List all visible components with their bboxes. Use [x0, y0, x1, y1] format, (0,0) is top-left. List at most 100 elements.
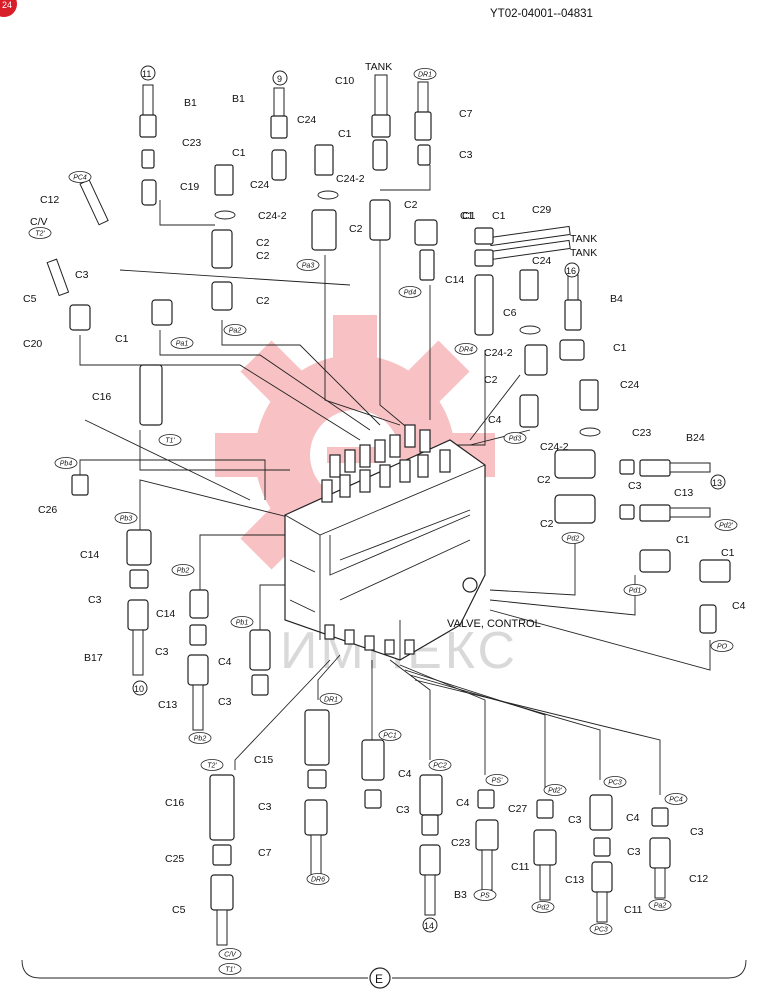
port-tag-text: PC3 — [608, 780, 622, 787]
part-label: C2 — [256, 250, 270, 262]
port-tag: DR6 — [306, 873, 330, 885]
port-tag: Pb2 — [188, 732, 212, 744]
port-tag-text: PS — [480, 893, 490, 900]
part-label: C29 — [532, 204, 551, 216]
part-label: C11 — [624, 904, 643, 916]
part-label: C15 — [254, 754, 273, 766]
part-label: C23 — [182, 137, 201, 149]
part-label: C3 — [258, 801, 272, 813]
part-label: C24 — [297, 114, 316, 126]
control-valve-body — [284, 424, 486, 661]
footer-section-letter: E — [375, 972, 383, 986]
port-tag-text: Pa1 — [176, 341, 189, 348]
hose-assemblies — [46, 74, 731, 946]
port-tag-text: PC3 — [594, 927, 608, 934]
port-tag-text: Pa2 — [654, 903, 667, 910]
port-tag: PC2 — [428, 759, 452, 771]
port-tag: DR1 — [319, 693, 343, 705]
page-marker-text: 24 — [2, 0, 12, 10]
part-label: C4 — [732, 600, 746, 612]
document-code: YT02-04001--04831 — [490, 8, 593, 20]
part-label: C24-2 — [484, 347, 513, 359]
port-tag: Pd1 — [623, 584, 647, 596]
port-tag-text: T1' — [165, 438, 175, 445]
part-label: C2 — [349, 223, 363, 235]
port-tag-text: PC2 — [433, 763, 447, 770]
part-label: C24 — [532, 255, 551, 267]
part-label: B4 — [610, 293, 623, 305]
port-tag-text: PC4 — [669, 797, 683, 804]
part-label: C1 — [338, 128, 352, 140]
port-tag-text: Pb4 — [60, 461, 73, 468]
part-label: C2 — [404, 199, 418, 211]
part-label: C3 — [568, 814, 582, 826]
port-tag: PO — [710, 640, 734, 652]
part-label: C14 — [80, 549, 99, 561]
hose-tank-double — [474, 225, 571, 267]
part-label: C3 — [627, 846, 641, 858]
port-tag-text: DR1 — [324, 697, 338, 704]
port-tag: Pa2 — [223, 324, 247, 336]
part-label: C3 — [690, 826, 704, 838]
part-label: C3 — [75, 269, 89, 281]
part-label: C24-2 — [540, 441, 569, 453]
port-tag: PC3 — [603, 776, 627, 788]
circled-number-16: 16 — [566, 266, 576, 276]
port-tag-text: PS' — [492, 778, 503, 785]
part-label: C3 — [628, 480, 642, 492]
port-tag-text: Pd4 — [404, 290, 417, 297]
tank-label-right-1: TANK — [570, 233, 597, 245]
port-tag: Pd2 — [561, 532, 585, 544]
part-label: C5 — [172, 904, 186, 916]
port-tag: T1' — [218, 963, 242, 975]
port-tag-text: Pd1 — [629, 588, 642, 595]
circled-number-11: 11 — [142, 69, 151, 79]
port-tag-text: Pd2 — [567, 536, 580, 543]
tank-label-top: TANK — [365, 61, 392, 73]
port-tag-text: PC4 — [73, 175, 87, 182]
port-tag: Pa1 — [170, 337, 194, 349]
port-tag: Pa3 — [296, 259, 320, 271]
port-tag-text: Pa3 — [302, 263, 315, 270]
port-tag-text: Pd3 — [509, 436, 522, 443]
port-tag: Pb3 — [114, 512, 138, 524]
part-label: C10 — [335, 75, 354, 87]
port-tag: PC4 — [68, 171, 92, 183]
part-label: C13 — [158, 699, 177, 711]
part-label: C/V — [30, 216, 48, 228]
circled-number-13: 13 — [712, 478, 722, 488]
part-label: C14 — [156, 608, 175, 620]
part-label: C3 — [155, 646, 169, 658]
part-label: C4 — [398, 768, 412, 780]
port-tag-text: C/V — [224, 952, 237, 959]
port-tag-text: PC1 — [383, 733, 397, 740]
part-label: C13 — [565, 874, 584, 886]
part-label: C2 — [540, 518, 554, 530]
port-tag: Pb2 — [171, 564, 195, 576]
port-tag-text: DR4 — [459, 347, 473, 354]
part-label: C2 — [537, 474, 551, 486]
port-tag-text: PO — [717, 644, 728, 651]
port-tag-text: Pd2' — [719, 523, 733, 530]
part-label: C27 — [508, 803, 527, 815]
port-tag: DR1 — [413, 68, 437, 80]
part-label: C2 — [256, 237, 270, 249]
part-label: C24 — [250, 179, 269, 191]
part-label: C14 — [445, 274, 464, 286]
port-tag: PS' — [485, 774, 509, 786]
part-label: C13 — [674, 487, 693, 499]
port-tag-text: DR6 — [311, 877, 325, 884]
hose-9 — [270, 87, 288, 181]
part-label: C1 — [613, 342, 627, 354]
port-tag: Pd3 — [503, 432, 527, 444]
part-label: C1 — [460, 210, 474, 222]
hose-dr1 — [414, 81, 432, 166]
port-tag: PC1 — [378, 729, 402, 741]
part-label: C5 — [23, 293, 37, 305]
part-label: C3 — [88, 594, 102, 606]
part-label: C24 — [620, 379, 639, 391]
hose-11 — [139, 84, 157, 206]
